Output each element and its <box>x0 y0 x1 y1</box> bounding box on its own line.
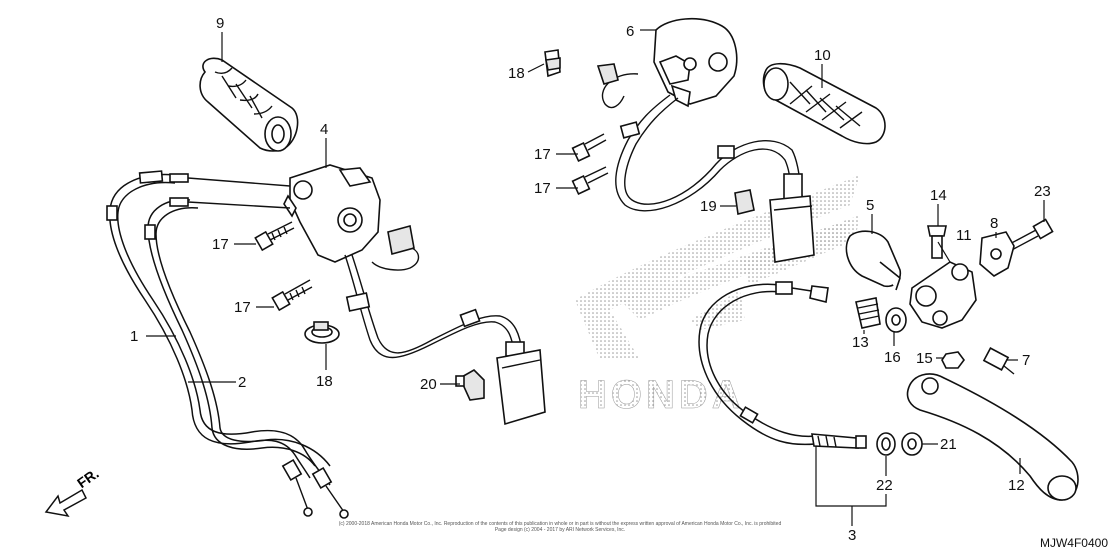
copyright-notice: (c) 2000-2018 American Honda Motor Co., … <box>300 521 820 533</box>
callout-16: 16 <box>884 349 901 366</box>
cable-adjuster-part[interactable] <box>855 297 881 329</box>
callout-19: 19 <box>700 198 717 215</box>
copyright-line: Page design (c) 2004 - 2017 by ARI Netwo… <box>494 527 626 533</box>
pivot-nut-part[interactable] <box>941 351 965 369</box>
leader-lines <box>146 29 1045 526</box>
clamp-band-part-right[interactable] <box>544 49 561 78</box>
callout-20: 20 <box>420 376 437 393</box>
left-switch-housing-part[interactable] <box>283 164 415 263</box>
callout-17: 17 <box>534 180 551 197</box>
clutch-switch-part[interactable] <box>982 347 1015 375</box>
clutch-cable-part[interactable] <box>698 281 867 449</box>
connector-clip-right-part[interactable] <box>734 189 755 215</box>
callout-14: 14 <box>930 187 947 204</box>
screw-part-right-2[interactable] <box>571 166 609 195</box>
left-switch-harness <box>344 247 546 426</box>
callout-8: 8 <box>990 215 998 232</box>
right-grip-part[interactable] <box>762 62 886 145</box>
callout-22: 22 <box>876 477 893 494</box>
screw-part-left-1[interactable] <box>254 221 295 252</box>
clamp-band-part-left[interactable] <box>304 321 340 344</box>
callout-10: 10 <box>814 47 831 64</box>
callout-11: 11 <box>956 227 972 244</box>
bushing-part[interactable] <box>876 432 896 456</box>
callout-6: 6 <box>626 23 634 40</box>
callout-numbers: 9 4 17 17 1 2 18 20 6 18 17 17 10 19 5 1… <box>130 15 1051 544</box>
right-switch-housing-part[interactable] <box>653 17 738 108</box>
holder-bolt-part[interactable] <box>1005 218 1054 253</box>
left-grip-part[interactable] <box>199 57 299 152</box>
clutch-lever-part[interactable] <box>906 373 1079 501</box>
callout-13: 13 <box>852 334 869 351</box>
callout-21: 21 <box>940 436 957 453</box>
right-switch-harness <box>596 63 815 263</box>
screw-part-left-2[interactable] <box>271 279 313 312</box>
connector-clip-part[interactable] <box>455 369 485 401</box>
callout-1: 1 <box>130 328 138 345</box>
callout-18: 18 <box>316 373 333 390</box>
callout-2: 2 <box>238 374 246 391</box>
callout-17: 17 <box>212 236 229 253</box>
diagram-code: MJW4F0400 <box>1039 536 1108 550</box>
front-direction-arrow-icon <box>44 488 87 518</box>
callout-15: 15 <box>916 350 933 367</box>
callout-7: 7 <box>1022 352 1030 369</box>
screw-part-right-1[interactable] <box>571 133 607 162</box>
pivot-bolt-part[interactable] <box>927 225 947 259</box>
honda-wing-watermark <box>575 175 860 360</box>
honda-watermark-text: HONDA <box>578 373 745 417</box>
lever-cover-part[interactable] <box>845 230 902 291</box>
callout-17: 17 <box>234 299 251 316</box>
callout-12: 12 <box>1008 477 1025 494</box>
lock-nut-part[interactable] <box>885 307 907 333</box>
callout-17: 17 <box>534 146 551 163</box>
throttle-cable-parts[interactable] <box>106 170 349 519</box>
callout-4: 4 <box>320 121 328 138</box>
copyright-line: (c) 2000-2018 American Honda Motor Co., … <box>338 521 782 527</box>
lever-bracket-part[interactable] <box>909 261 977 329</box>
callout-23: 23 <box>1034 183 1051 200</box>
callout-3: 3 <box>848 527 856 544</box>
callout-5: 5 <box>866 197 874 214</box>
washer-part[interactable] <box>901 432 923 456</box>
lever-holder-clamp-part[interactable] <box>979 231 1015 277</box>
callout-9: 9 <box>216 15 224 32</box>
callout-18: 18 <box>508 65 525 82</box>
